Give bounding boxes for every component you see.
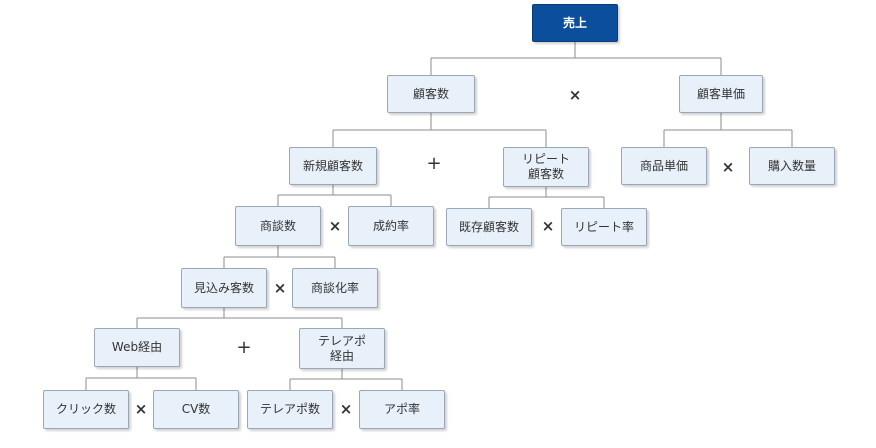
operator-plus: + (236, 337, 252, 358)
connector-shinki (277, 185, 392, 206)
node-cv-su: CV数 (153, 390, 239, 429)
connector-kokyakusu (332, 113, 547, 147)
node-web-keiyu: Web経由 (94, 328, 180, 367)
node-shinki-kokyakusu: 新規顧客数 (289, 147, 377, 185)
connector-kokyaku-tanka (663, 113, 793, 147)
node-click-su: クリック数 (43, 390, 129, 429)
node-konyu-suryo: 購入数量 (749, 147, 835, 185)
node-apo-ritsu: アポ率 (359, 390, 445, 429)
node-shodanka-ritsu: 商談化率 (292, 268, 378, 308)
operator-times: × (339, 400, 353, 418)
node-repeat-kokyakusu: リピート 顧客数 (503, 147, 589, 187)
operator-times: × (541, 217, 555, 235)
operator-times: × (721, 158, 735, 176)
connector-teleapo (289, 369, 403, 390)
connector-uriage (430, 42, 722, 75)
connector-repeat (488, 187, 605, 208)
node-shohin-tanka: 商品単価 (621, 147, 707, 185)
node-teleapo-su: テレアポ数 (247, 390, 333, 429)
connector-web (85, 367, 197, 390)
node-repeat-ritsu: リピート率 (561, 208, 647, 246)
node-kokyakusu: 顧客数 (387, 75, 475, 113)
node-teleapo-keiyu: テレアポ 経由 (299, 328, 385, 369)
node-mikomi-kyakusu: 見込み客数 (181, 268, 267, 308)
node-kizon-kokyakusu: 既存顧客数 (446, 208, 532, 246)
connector-mikomi (136, 308, 343, 328)
operator-times: × (134, 400, 148, 418)
operator-times: × (273, 279, 287, 297)
node-uriage: 売上 (532, 4, 618, 42)
operator-times: × (328, 217, 342, 235)
operator-times: × (568, 86, 582, 104)
connector-shodansu (223, 246, 336, 268)
node-shodansu: 商談数 (235, 206, 321, 246)
node-seiyakuritsu: 成約率 (348, 206, 434, 246)
node-kokyaku-tanka: 顧客単価 (679, 75, 763, 113)
operator-plus: + (426, 153, 442, 174)
